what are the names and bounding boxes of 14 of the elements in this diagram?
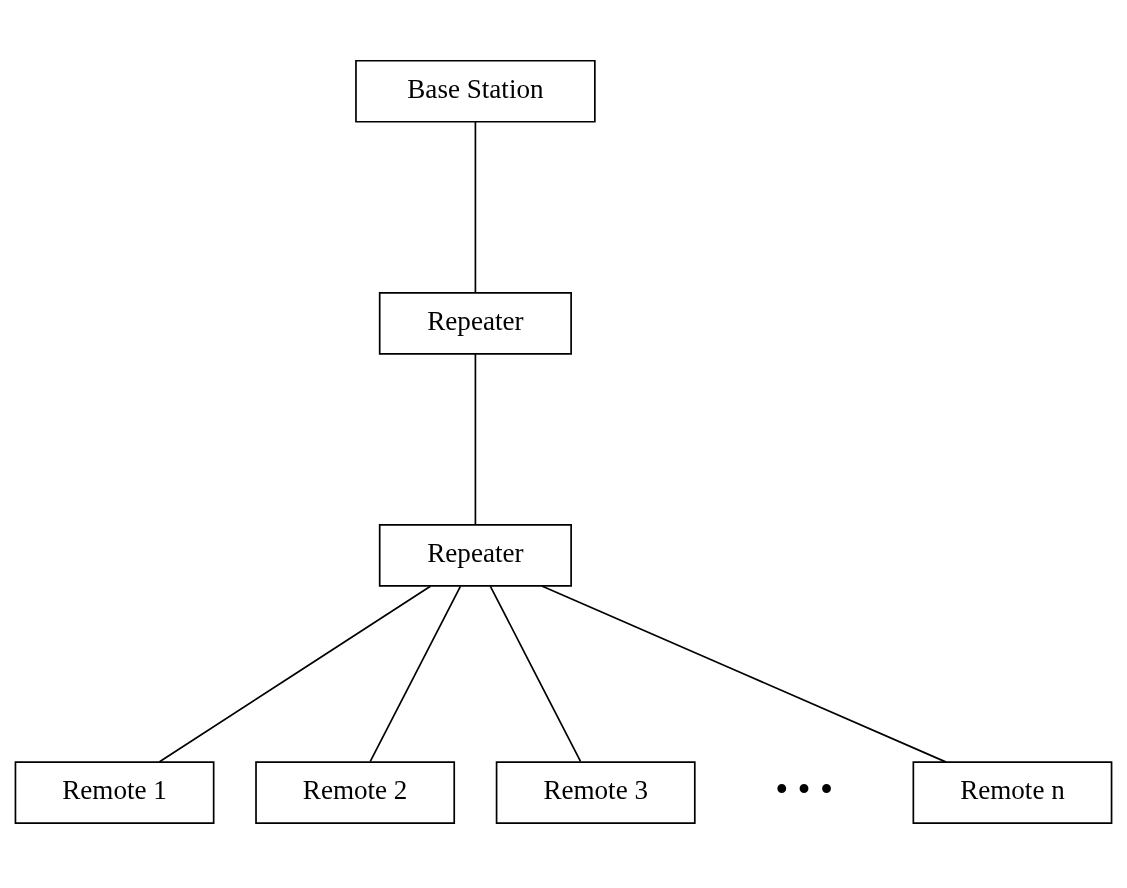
node-box: Remote 1: [14, 760, 215, 824]
node-box: Remote 3: [495, 760, 696, 824]
connector: [474, 352, 477, 525]
node-box: Base Station: [355, 59, 596, 123]
connector: [474, 120, 477, 293]
connector: [540, 584, 948, 763]
node-box: Repeater: [378, 291, 572, 355]
node-box: Repeater: [378, 523, 572, 587]
connector: [369, 584, 462, 762]
node-box: Remote n: [912, 760, 1113, 824]
node-box: Remote 2: [255, 760, 456, 824]
label: • • •: [775, 768, 833, 810]
connector: [489, 584, 582, 762]
connector: [158, 584, 432, 763]
